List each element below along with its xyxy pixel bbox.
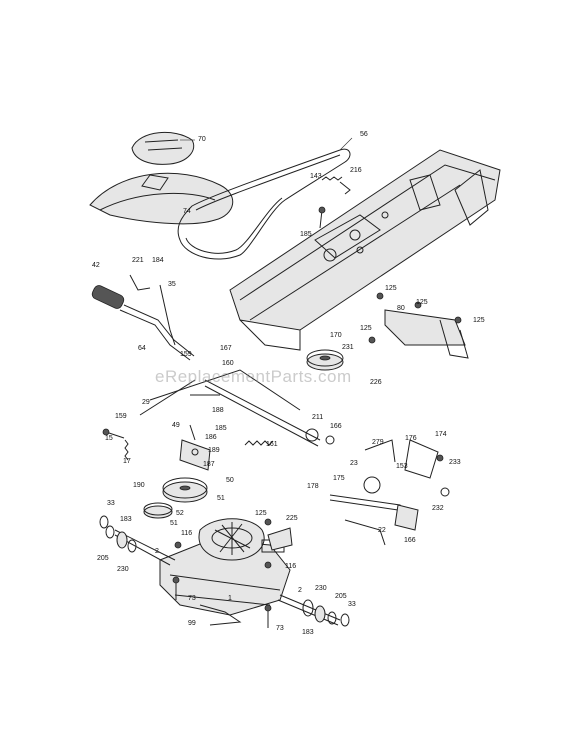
bolt-185 bbox=[318, 206, 326, 229]
callout-15: 15 bbox=[105, 435, 113, 442]
callout-73: 73 bbox=[188, 595, 196, 602]
bracket-225 bbox=[264, 518, 293, 551]
callout-35: 35 bbox=[168, 281, 176, 288]
callout-170: 170 bbox=[330, 332, 342, 339]
callout-187: 187 bbox=[203, 461, 215, 468]
callout-279: 279 bbox=[372, 439, 384, 446]
spring-143 bbox=[321, 176, 351, 195]
callout-190: 190 bbox=[133, 482, 145, 489]
callout-116: 116 bbox=[285, 563, 296, 570]
callout-56: 56 bbox=[360, 131, 368, 138]
callout-185: 185 bbox=[215, 425, 227, 432]
callout-70: 70 bbox=[198, 136, 206, 143]
callout-205: 205 bbox=[335, 593, 347, 600]
callout-167: 167 bbox=[220, 345, 232, 352]
chassis-frame bbox=[229, 149, 501, 351]
callout-29: 29 bbox=[142, 399, 150, 406]
brake-linkage bbox=[329, 439, 450, 546]
washers-left bbox=[99, 515, 137, 553]
callout-159: 159 bbox=[115, 413, 127, 420]
callout-2: 2 bbox=[155, 548, 159, 555]
callout-189: 189 bbox=[208, 447, 220, 454]
brake-rod bbox=[139, 369, 301, 416]
drive-belt bbox=[177, 137, 353, 260]
callout-174: 174 bbox=[435, 431, 447, 438]
washers-right bbox=[302, 599, 350, 627]
bolt-159 bbox=[102, 428, 125, 439]
callout-80: 80 bbox=[397, 305, 405, 312]
callout-176: 176 bbox=[405, 435, 417, 442]
callout-50: 50 bbox=[226, 477, 234, 484]
callout-183: 183 bbox=[120, 516, 132, 523]
callout-125: 125 bbox=[385, 285, 397, 292]
callout-160: 160 bbox=[222, 360, 234, 367]
callout-33: 33 bbox=[107, 500, 115, 507]
callout-216: 216 bbox=[350, 167, 362, 174]
watermark-text: eReplacementParts.com bbox=[155, 367, 352, 386]
callout-233: 233 bbox=[449, 459, 461, 466]
callout-205: 205 bbox=[97, 555, 109, 562]
callout-2: 2 bbox=[298, 587, 302, 594]
callout-33: 33 bbox=[348, 601, 356, 608]
transaxle-pulley bbox=[143, 477, 208, 519]
callout-232: 232 bbox=[432, 505, 444, 512]
callout-125: 125 bbox=[255, 510, 267, 517]
idler-pulley-231 bbox=[306, 349, 344, 371]
callout-159: 159 bbox=[180, 351, 192, 358]
axle-right bbox=[277, 594, 341, 626]
callout-178: 178 bbox=[307, 483, 319, 490]
callout-230: 230 bbox=[315, 585, 327, 592]
callout-225: 225 bbox=[286, 515, 298, 522]
spring-17 bbox=[124, 439, 129, 461]
callout-99: 99 bbox=[188, 620, 196, 627]
callout-166: 166 bbox=[330, 423, 342, 430]
bracket-80 bbox=[368, 292, 469, 359]
callout-49: 49 bbox=[172, 422, 180, 429]
callout-175: 175 bbox=[333, 475, 345, 482]
spring-161 bbox=[244, 440, 274, 446]
callout-116: 116 bbox=[181, 530, 192, 537]
fender-hood bbox=[89, 172, 233, 225]
callout-42: 42 bbox=[92, 262, 100, 269]
callout-22: 22 bbox=[378, 527, 386, 534]
callout-125: 125 bbox=[473, 317, 485, 324]
bolts-73 bbox=[172, 541, 272, 628]
callout-185: 185 bbox=[300, 231, 312, 238]
callout-52: 52 bbox=[176, 510, 184, 517]
axle-shaft bbox=[204, 379, 335, 447]
seat-pan bbox=[131, 131, 195, 165]
callout-221: 221 bbox=[132, 257, 144, 264]
callout-17: 17 bbox=[123, 458, 131, 465]
callout-125: 125 bbox=[360, 325, 372, 332]
callout-73: 73 bbox=[276, 625, 284, 632]
callout-166: 166 bbox=[404, 537, 416, 544]
callout-231: 231 bbox=[342, 344, 354, 351]
shift-lever bbox=[91, 274, 195, 361]
callout-183: 183 bbox=[302, 629, 314, 636]
callout-labels: 70 56 143 216 74 185 221 184 42 35 125 8… bbox=[92, 131, 485, 636]
callout-226: 226 bbox=[370, 379, 382, 386]
callout-161: 161 bbox=[266, 441, 278, 448]
callout-143: 143 bbox=[310, 173, 322, 180]
callout-211: 211 bbox=[312, 414, 323, 421]
bypass-rod-99 bbox=[199, 604, 242, 626]
callout-51: 51 bbox=[217, 495, 225, 502]
callout-230: 230 bbox=[117, 566, 129, 573]
callout-23: 23 bbox=[350, 460, 358, 467]
callout-1: 1 bbox=[228, 595, 232, 602]
callout-125: 125 bbox=[416, 299, 428, 306]
transaxle bbox=[159, 518, 291, 616]
brake-bracket bbox=[179, 424, 211, 471]
callout-188: 188 bbox=[212, 407, 224, 414]
callout-51: 51 bbox=[170, 520, 178, 527]
callout-184: 184 bbox=[152, 257, 164, 264]
callout-64: 64 bbox=[138, 345, 146, 352]
callout-186: 186 bbox=[205, 434, 217, 441]
callout-74: 74 bbox=[183, 208, 191, 215]
callout-153: 153 bbox=[396, 463, 408, 470]
